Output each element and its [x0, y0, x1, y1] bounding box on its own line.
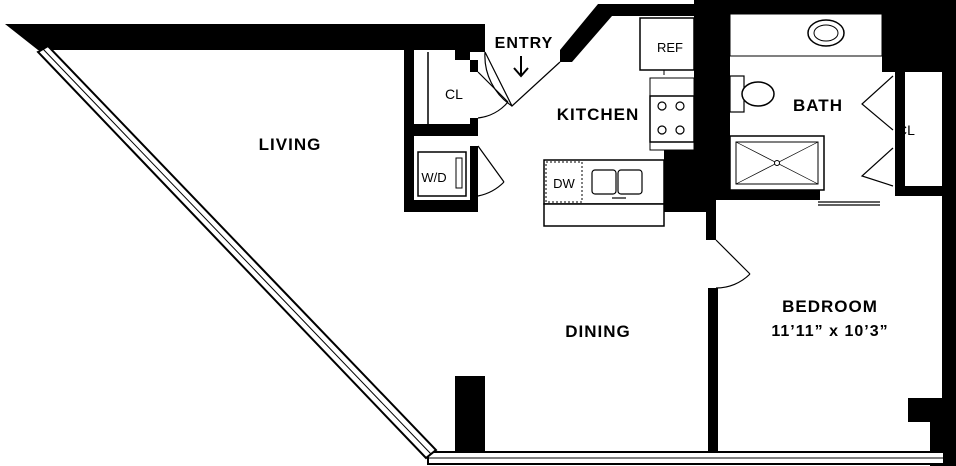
wall-closet-middle — [404, 124, 472, 136]
door-bath-closet — [860, 75, 894, 187]
wall-wd-bottom — [404, 200, 476, 212]
wall-cl-right-lower — [470, 118, 478, 136]
wall-cl-top-right — [470, 60, 478, 72]
door-bedroom — [715, 239, 751, 289]
label-refrigerator: REF — [657, 40, 683, 55]
label-closet-left: CL — [445, 86, 463, 102]
label-dishwasher: DW — [553, 176, 575, 191]
stove — [649, 95, 695, 143]
washer-dryer-panel — [455, 157, 463, 189]
door-entry — [484, 51, 561, 107]
sink-left — [591, 169, 617, 195]
label-closet-right: CL — [897, 122, 915, 138]
door-closet-left — [477, 71, 509, 119]
shower-drain — [774, 160, 780, 166]
window-line-diagonal — [42, 48, 432, 455]
door-wd — [477, 145, 505, 197]
stove-burner-2 — [675, 101, 685, 111]
wall-top-left-entry — [455, 24, 485, 52]
dishwasher — [545, 161, 583, 203]
bath-vanity — [729, 13, 883, 57]
stove-burner-1 — [657, 101, 667, 111]
sink-right — [617, 169, 643, 195]
refrigerator — [639, 17, 695, 71]
toilet-bowl — [741, 81, 775, 107]
label-dining: DINING — [565, 322, 631, 341]
label-living: LIVING — [259, 135, 322, 154]
stove-burner-4 — [675, 125, 685, 135]
wall-kitchen-right-lower — [664, 150, 710, 212]
wall-top-right-entry — [560, 4, 700, 62]
stove-burner-3 — [657, 125, 667, 135]
wall-bedroom-left-bottom — [708, 288, 718, 456]
label-washer-dryer: W/D — [421, 170, 446, 185]
wall-top-bath — [694, 0, 956, 14]
wall-right — [942, 14, 956, 466]
label-bedroom: BEDROOM — [782, 297, 878, 316]
label-bath: BATH — [793, 96, 843, 115]
wall-bedroom-left-top — [706, 196, 716, 240]
label-bedroom-size: 11’11” x 10’3” — [771, 323, 888, 340]
column-dining — [455, 376, 485, 462]
down-arrow-icon — [513, 56, 529, 78]
wall-bath-cl-bottom — [895, 186, 956, 196]
label-entry: ENTRY — [495, 35, 554, 52]
wall-wd-right — [470, 146, 478, 212]
wall-bath-cl-block — [895, 68, 905, 192]
label-kitchen: KITCHEN — [557, 105, 640, 124]
wall-bath-bottom — [710, 190, 820, 200]
counter-bar — [543, 203, 665, 227]
bath-sink-inner — [813, 24, 839, 42]
wall-living-top — [5, 24, 470, 60]
